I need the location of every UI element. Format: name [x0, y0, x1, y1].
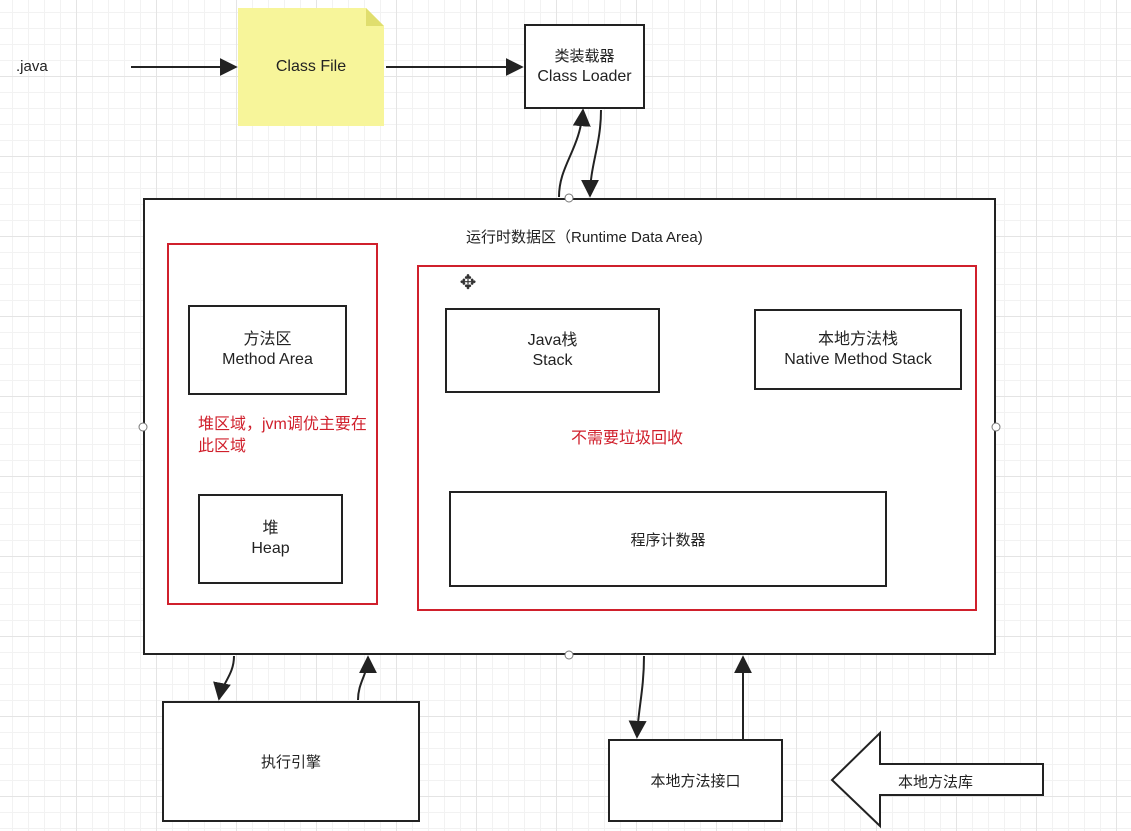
class-loader-en: Class Loader	[537, 67, 632, 85]
native-method-stack-box[interactable]: 本地方法栈 Native Method Stack	[754, 309, 962, 390]
pc-register-label: 程序计数器	[630, 531, 706, 549]
native-library-label: 本地方法库	[898, 774, 974, 791]
java-stack-box[interactable]: Java栈 Stack	[445, 308, 660, 393]
arrow-runtime-to-loader	[558, 108, 591, 198]
method-area-cn: 方法区	[243, 331, 292, 348]
native-interface-box[interactable]: 本地方法接口	[608, 739, 783, 822]
class-file-note[interactable]: Class File	[238, 8, 384, 126]
runtime-area-title: 运行时数据区（Runtime Data Area)	[466, 229, 703, 246]
arrow-runtime-to-native-interface	[628, 655, 647, 739]
method-area-en: Method Area	[222, 351, 313, 368]
native-library-arrow-shape	[830, 730, 1044, 829]
pc-register-box[interactable]: 程序计数器	[449, 491, 887, 587]
no-gc-note: 不需要垃圾回收	[571, 430, 684, 447]
heap-en: Heap	[251, 540, 290, 557]
class-loader-cn: 类装载器	[554, 47, 615, 65]
heap-region[interactable]	[167, 243, 378, 605]
native-interface-label: 本地方法接口	[650, 773, 741, 790]
method-area-box[interactable]: 方法区 Method Area	[188, 305, 347, 395]
class-loader-box[interactable]: 类装载器 Class Loader	[524, 24, 645, 109]
no-gc-region[interactable]	[417, 265, 977, 611]
execution-engine-label: 执行引擎	[260, 754, 321, 771]
arrow-runtime-to-engine	[213, 655, 235, 701]
arrow-engine-to-runtime	[357, 655, 377, 701]
heap-region-note: 堆区域，jvm调优主要在此区域	[198, 416, 367, 455]
class-file-label: Class File	[275, 58, 347, 75]
java-stack-cn: Java栈	[527, 331, 578, 349]
java-stack-en: Stack	[532, 351, 573, 369]
java-source-label: .java	[16, 58, 48, 75]
native-stack-en: Native Method Stack	[784, 350, 932, 368]
native-stack-cn: 本地方法栈	[817, 330, 898, 348]
execution-engine-box[interactable]: 执行引擎	[162, 701, 420, 822]
move-cursor-icon: ✥	[459, 272, 477, 294]
heap-box[interactable]: 堆 Heap	[198, 494, 343, 584]
arrow-loader-to-runtime	[581, 109, 602, 198]
heap-cn: 堆	[262, 520, 279, 537]
